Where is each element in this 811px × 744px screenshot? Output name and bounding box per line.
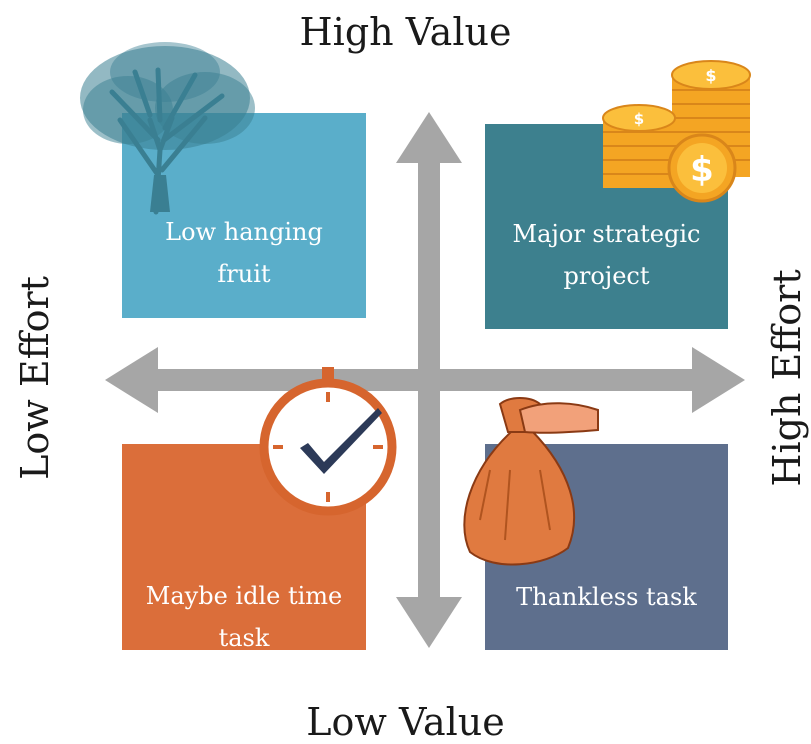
svg-text:$: $ <box>634 110 644 128</box>
arrow-down-icon <box>396 597 462 648</box>
svg-text:$: $ <box>690 150 714 190</box>
gold-coins-icon: $ $ $ <box>602 60 751 203</box>
axes-arrows <box>105 112 745 648</box>
axis-label-low-value: Low Value <box>306 700 505 744</box>
quadrant-label: Major strategic project <box>512 220 701 290</box>
clock-checkmark-icon <box>259 367 397 516</box>
arrow-right-icon <box>692 347 745 413</box>
quadrant-label: Thankless task <box>516 583 697 611</box>
trash-bag-icon <box>463 397 599 566</box>
horizontal-axis-shaft <box>150 369 698 391</box>
quadrant-label: Low hanging fruit <box>165 218 323 288</box>
svg-text:$: $ <box>705 66 716 85</box>
arrow-left-icon <box>105 347 158 413</box>
quadrant-label: Maybe idle time task <box>145 582 343 652</box>
axis-label-high-value: High Value <box>299 10 512 54</box>
arrow-up-icon <box>396 112 462 163</box>
tree-icon <box>80 42 255 215</box>
